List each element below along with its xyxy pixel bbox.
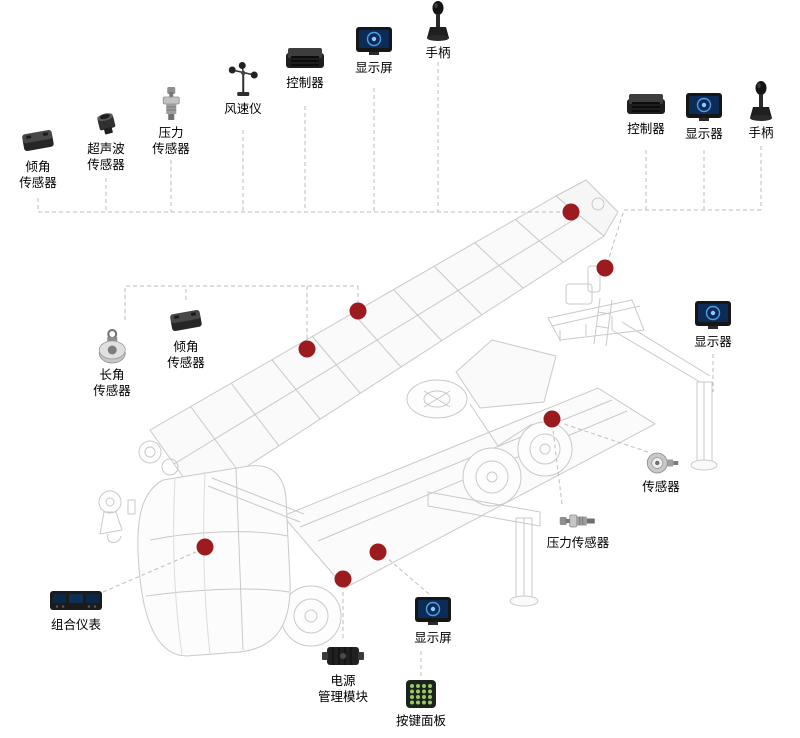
pressure-sensor-icon (559, 510, 597, 532)
component-pressure-sensor-2: 压力传感器 (546, 510, 610, 551)
callout-dot (543, 410, 561, 428)
combo-instrument-icon (49, 588, 103, 614)
component-tilt-sensor-2: 倾角 传感器 (166, 306, 206, 372)
joystick-icon (748, 80, 774, 122)
component-joystick-1: 手柄 (425, 0, 451, 61)
component-label: 控制器 (286, 76, 324, 90)
component-pressure-sensor-1: 压力 传感器 (152, 86, 190, 158)
ultrasonic-sensor-icon (89, 106, 123, 138)
callout-dot (369, 543, 387, 561)
operator-platform (547, 265, 645, 347)
joystick-icon (425, 0, 451, 42)
component-sensor: 传感器 (642, 450, 680, 495)
component-label: 传感器 (642, 480, 680, 494)
component-label: 显示器 (694, 335, 732, 349)
display-screen-icon (354, 26, 394, 57)
component-label: 风速仪 (224, 102, 262, 116)
component-label: 手柄 (748, 126, 774, 140)
component-label: 压力传感器 (546, 536, 610, 550)
power-module-icon (321, 640, 365, 670)
boom-base (98, 440, 305, 543)
component-label: 超声波 传感器 (87, 142, 125, 173)
callout-line (124, 285, 358, 320)
component-combo-instrument: 组合仪表 (49, 588, 103, 633)
callout-line (552, 429, 563, 505)
callout-lines (37, 62, 762, 676)
callout-dot (349, 302, 367, 320)
callout-line (563, 423, 649, 453)
component-power-module: 电源 管理模块 (318, 640, 368, 706)
component-label: 组合仪表 (50, 618, 101, 632)
outrigger-rear (611, 321, 718, 471)
component-label: 显示器 (685, 127, 723, 141)
callout-line (102, 551, 197, 593)
component-label: 压力 传感器 (152, 126, 190, 157)
tilt-sensor-icon (18, 126, 58, 156)
truck-wireframe (98, 179, 718, 657)
callout-line (607, 209, 761, 262)
component-joystick-2: 手柄 (748, 80, 774, 141)
component-label: 显示屏 (414, 631, 452, 645)
anemometer-icon (225, 62, 261, 98)
component-label: 显示屏 (355, 61, 393, 75)
turret (455, 339, 557, 447)
angle-sensor-icon (94, 326, 130, 364)
component-display-screen-2: 显示屏 (413, 596, 453, 646)
pressure-sensor-icon (159, 86, 183, 122)
component-label: 倾角 传感器 (167, 340, 205, 371)
component-label: 长角 传感器 (93, 368, 131, 399)
component-keypad-panel: 按键面板 (396, 678, 446, 729)
callout-dot (562, 203, 580, 221)
boom-tip (555, 179, 619, 237)
callout-dot (298, 340, 316, 358)
keypad-panel-icon (404, 678, 438, 710)
component-display-screen-1: 显示屏 (354, 26, 394, 76)
component-tilt-sensor-1: 倾角 传感器 (18, 126, 58, 192)
component-controller-2: 控制器 (624, 90, 668, 137)
callout-dot (334, 570, 352, 588)
display-screen-icon (684, 92, 724, 123)
crane-boom (149, 179, 619, 499)
spare-tire (406, 379, 468, 419)
tilt-sensor-icon (166, 306, 206, 336)
sensor-icon (643, 450, 679, 476)
callout-line (37, 198, 561, 213)
controller-icon (283, 44, 327, 72)
component-controller-1: 控制器 (283, 44, 327, 91)
component-label: 电源 管理模块 (317, 674, 369, 705)
callout-dot (196, 538, 214, 556)
component-anemometer: 风速仪 (224, 62, 262, 117)
callout-dot (596, 259, 614, 277)
component-label: 手柄 (425, 46, 451, 60)
component-label: 倾角 传感器 (19, 160, 57, 191)
component-angle-sensor: 长角 传感器 (93, 326, 131, 400)
controller-icon (624, 90, 668, 118)
callout-dots (196, 203, 614, 588)
component-monitor-2: 显示器 (693, 300, 733, 350)
display-screen-icon (413, 596, 453, 627)
display-screen-icon (693, 300, 733, 331)
component-ultrasonic-sensor: 超声波 传感器 (87, 106, 125, 174)
truck-cab (127, 465, 291, 657)
callout-line (386, 557, 430, 595)
rear-wheels (462, 421, 573, 507)
component-monitor-1: 显示器 (684, 92, 724, 142)
component-label: 控制器 (627, 122, 665, 136)
outrigger-mid (427, 491, 541, 607)
component-label: 按键面板 (395, 714, 447, 728)
